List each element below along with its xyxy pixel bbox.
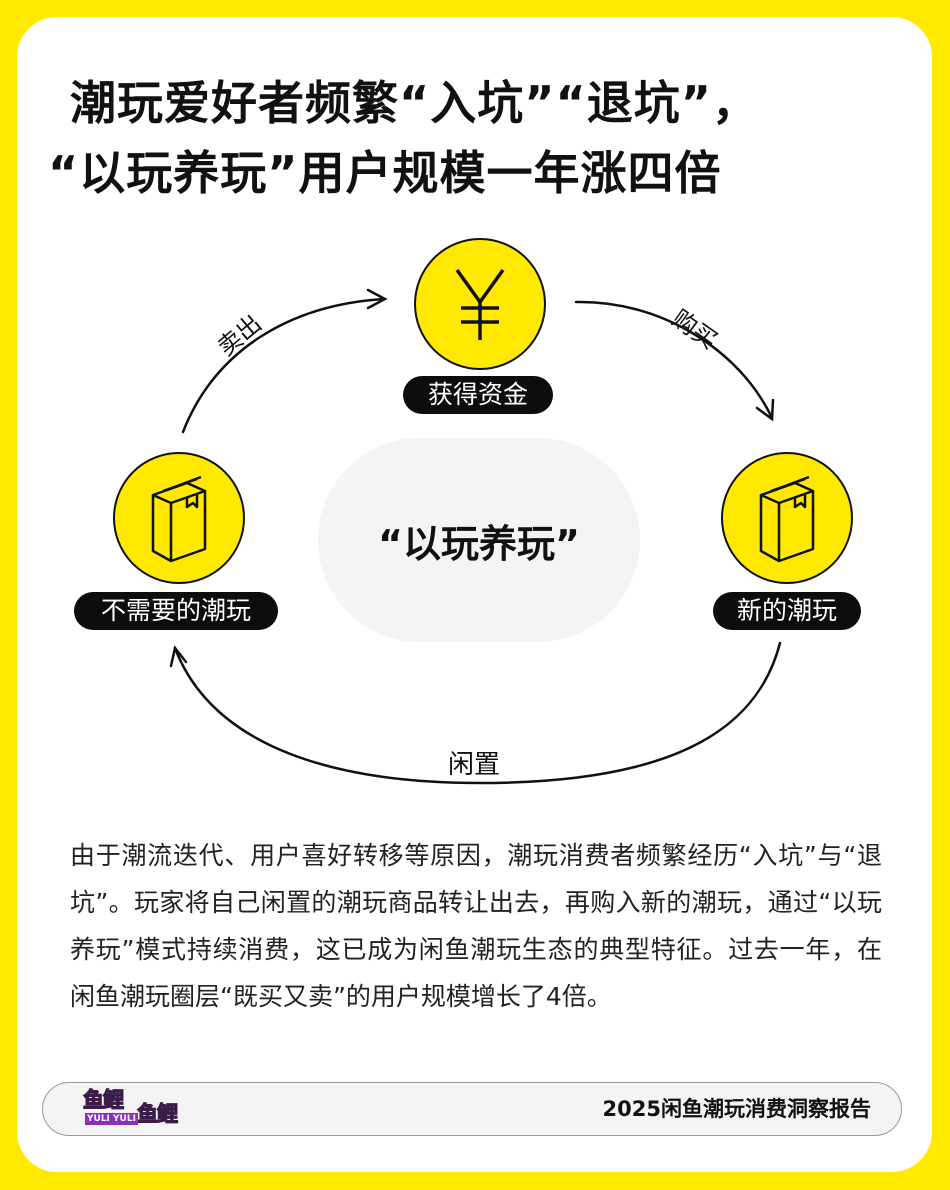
yuan-icon [455, 268, 505, 340]
node-label-money: 获得资金 [403, 376, 553, 414]
arrow-buy [574, 300, 774, 420]
center-label: “以玩养玩” [378, 521, 580, 566]
logo-text-2: 鱼鲤 [136, 1102, 178, 1126]
box-icon [759, 475, 815, 563]
arrow-idle [173, 641, 782, 785]
arrow-sell [181, 297, 385, 434]
title-line-1: 潮玩爱好者频繁“入坑”“退坑”， [70, 76, 759, 130]
description-paragraph: 由于潮流迭代、用户喜好转移等原因，潮玩消费者频繁经历“入坑”与“退坑”。玩家将自… [70, 841, 882, 1011]
arrow-label-idle: 闲置 [448, 750, 501, 780]
node-new-toy [721, 452, 853, 584]
node-money [414, 238, 546, 370]
logo-text-1: 鱼鲤 [82, 1088, 124, 1112]
title-line-2: “以玩养玩”用户规模一年涨四倍 [48, 146, 722, 200]
center-concept: “以玩养玩” [318, 438, 640, 642]
node-label-unneeded-toy: 不需要的潮玩 [74, 592, 278, 630]
report-name: 2025闲鱼潮玩消费洞察报告 [602, 1097, 871, 1121]
logo-text-en: YULI YULI [85, 1113, 138, 1125]
arrow-idle-head [169, 645, 188, 668]
box-icon [151, 475, 207, 563]
yuliyuli-logo: 鱼鲤 鱼鲤 YULI YULI [82, 1088, 193, 1131]
node-label-new-toy: 新的潮玩 [713, 592, 861, 630]
footer-bar: 鱼鲤 鱼鲤 YULI YULI 2025闲鱼潮玩消费洞察报告 [42, 1082, 902, 1136]
node-unneeded-toy [113, 452, 245, 584]
arrow-buy-head [755, 398, 775, 422]
arrow-sell-head [366, 288, 388, 310]
